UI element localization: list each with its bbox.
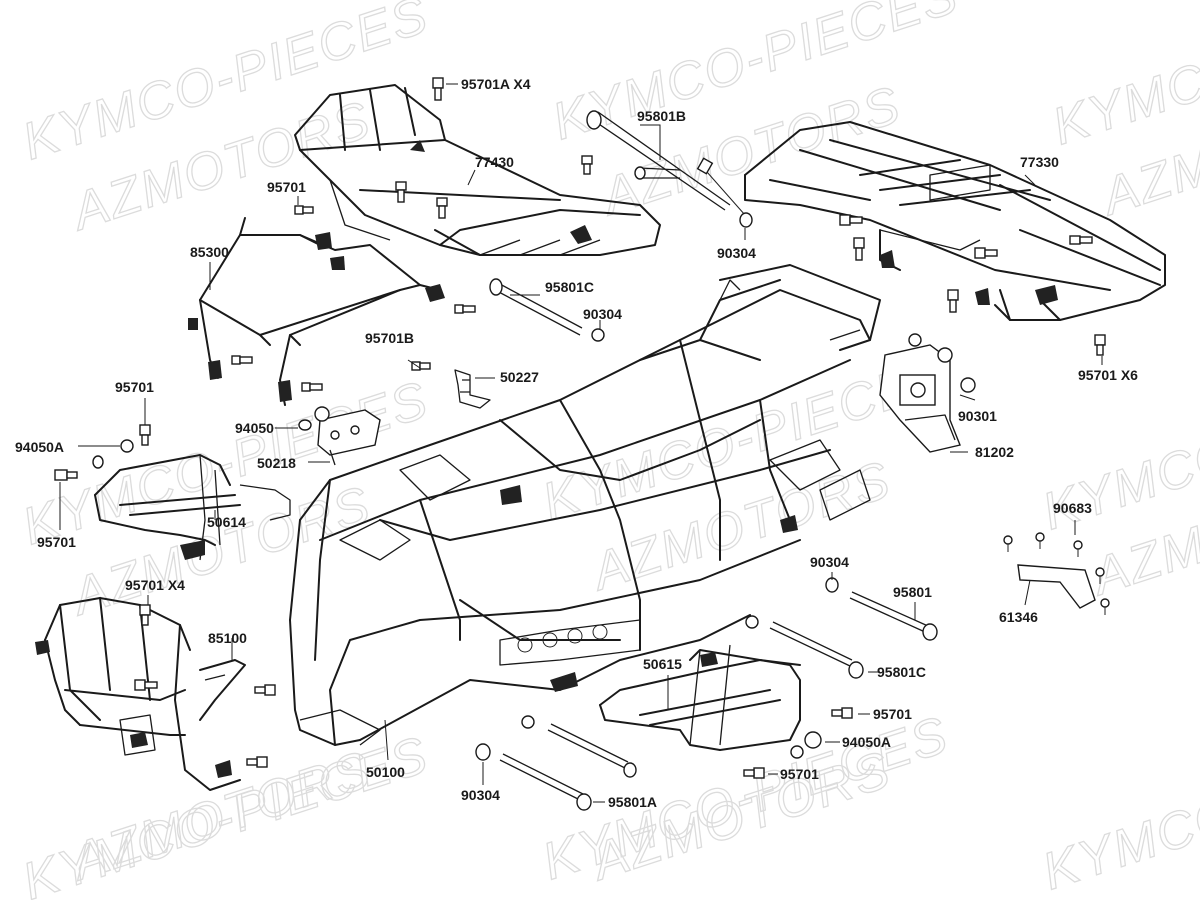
bracket-85300 <box>188 217 445 406</box>
label-77430: 77430 <box>475 154 514 170</box>
label-94050a-bot: 94050A <box>842 734 891 750</box>
nut-90304-top <box>696 157 753 228</box>
bracket-85100 <box>199 659 246 721</box>
washer-94050 <box>298 406 330 431</box>
watermark-kymco: KYMCO-PIECES <box>1036 716 1200 900</box>
label-50227: 50227 <box>500 369 539 385</box>
label-50615: 50615 <box>643 656 682 672</box>
nut-90301 <box>908 333 976 393</box>
bolt-group-95701a <box>395 77 593 219</box>
fastener-group-left <box>54 424 151 481</box>
label-95701-bot1: 95701 <box>873 706 912 722</box>
label-95801b: 95801B <box>637 108 686 124</box>
label-81202: 81202 <box>975 444 1014 460</box>
part-labels: 95701A X4 95801B 77430 77330 95701 90304… <box>15 76 1138 810</box>
label-85100: 85100 <box>208 630 247 646</box>
leader-lines <box>59 83 1103 803</box>
label-50614: 50614 <box>207 514 246 530</box>
label-50100: 50100 <box>366 764 405 780</box>
front-carrier-77330 <box>744 121 1166 321</box>
label-95701-bot2: 95701 <box>780 766 819 782</box>
cover-61346 <box>1017 564 1096 609</box>
bolt-group-95701-x4 <box>134 604 276 768</box>
bolt-group-85300 <box>231 205 476 392</box>
label-90304-mid: 90304 <box>583 306 622 322</box>
label-90304-bot: 90304 <box>461 787 500 803</box>
label-95801a: 95801A <box>608 794 657 810</box>
label-95801: 95801 <box>893 584 932 600</box>
footrest-50615 <box>599 644 801 751</box>
clip-group-90683 <box>1003 532 1110 615</box>
long-bolt-95801b <box>586 110 731 211</box>
footrest-50614 <box>94 454 291 561</box>
label-95701a-x4: 95701A X4 <box>461 76 531 92</box>
bracket-50218 <box>317 409 381 466</box>
label-95701-x6: 95701 X6 <box>1078 367 1138 383</box>
label-94050: 94050 <box>235 420 274 436</box>
watermark-layer: KYMCO-PIECES AZMOTORS KYMCO-PIECES AZMOT… <box>15 0 1200 900</box>
bolt-group-95701-x6 <box>839 214 1106 356</box>
bracket-50227 <box>454 369 491 409</box>
label-90304-right: 90304 <box>810 554 849 570</box>
label-95701-left2: 95701 <box>37 534 76 550</box>
label-90301: 90301 <box>958 408 997 424</box>
nut-90304-right <box>825 577 839 593</box>
label-95801c-top: 95801C <box>545 279 594 295</box>
long-bolt-95801 <box>849 591 938 641</box>
label-90304-top: 90304 <box>717 245 756 261</box>
long-bolt-95801c-top <box>489 278 605 342</box>
front-bumper <box>35 597 241 791</box>
main-frame-50100 <box>289 264 881 746</box>
label-95701-x4b: 95701 X4 <box>125 577 185 593</box>
rear-carrier-77430 <box>294 84 661 256</box>
label-94050a-left: 94050A <box>15 439 64 455</box>
label-85300: 85300 <box>190 244 229 260</box>
label-77330: 77330 <box>1020 154 1059 170</box>
label-50218: 50218 <box>257 455 296 471</box>
label-61346: 61346 <box>999 609 1038 625</box>
watermark-kymco: KYMCO-PIECES <box>1046 0 1200 156</box>
label-95701-top: 95701 <box>267 179 306 195</box>
label-90683: 90683 <box>1053 500 1092 516</box>
skid-plate-81202 <box>879 344 961 453</box>
label-95701b: 95701B <box>365 330 414 346</box>
fastener-group-right-bottom <box>743 707 853 779</box>
long-bolt-95801c-bot <box>745 615 864 679</box>
label-95801c-bot: 95801C <box>877 664 926 680</box>
long-bolt-95801a <box>475 715 637 811</box>
label-95701-left: 95701 <box>115 379 154 395</box>
